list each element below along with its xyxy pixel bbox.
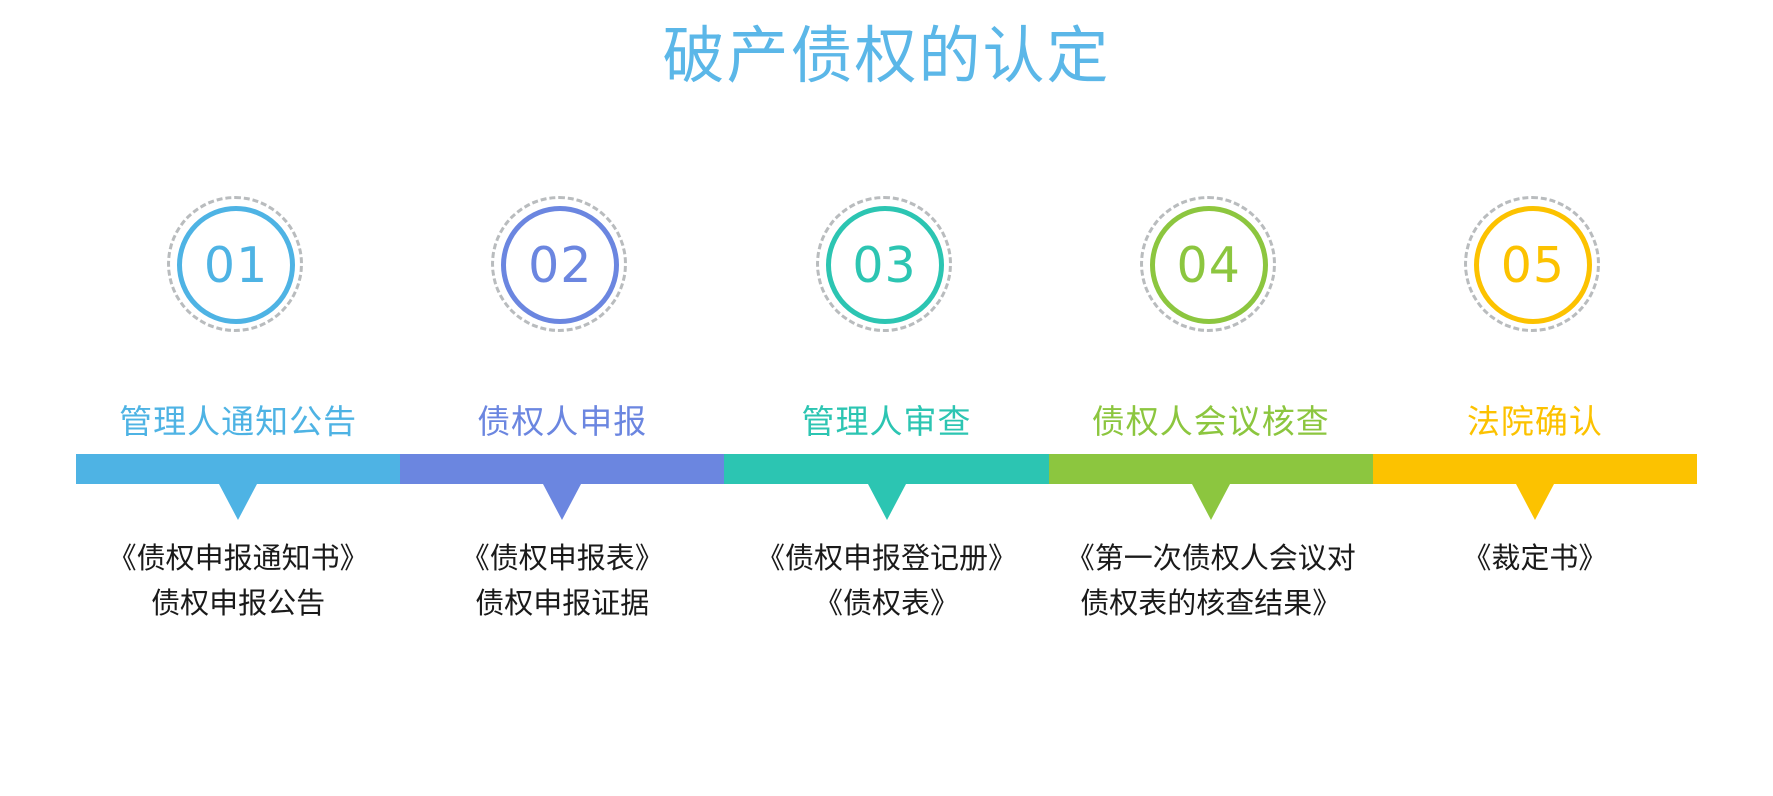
step-label: 债权人申报: [477, 402, 648, 441]
arrow-cell-03: [724, 484, 1048, 524]
step-number: 05: [1500, 236, 1566, 294]
step-number: 04: [1176, 236, 1241, 294]
arrow-cell-01: [76, 484, 400, 524]
arrow-cell-04: [1049, 484, 1373, 524]
step-caption-04: 《第一次债权人会议对债权表的核查结果》: [1049, 536, 1373, 626]
step-number: 02: [528, 236, 593, 294]
steps-row: 01 管理人通知公告 02 债权人申报 03 管理人审查 04 债权人会议核查 05 法院确认: [76, 196, 1697, 496]
arrow-down-icon: [867, 484, 906, 520]
arrow-cell-05: [1373, 484, 1697, 524]
caption-line: 《债权申报表》: [460, 541, 664, 575]
step-03[interactable]: 03 管理人审查: [724, 196, 1048, 496]
progress-bar-row: [76, 454, 1698, 484]
page-title: 破产债权的认定: [662, 19, 1111, 92]
solid-ring-icon: [825, 206, 944, 324]
step-04[interactable]: 04 债权人会议核查: [1049, 196, 1373, 496]
step-caption-02: 《债权申报表》债权申报证据: [400, 536, 724, 626]
step-circle-03: 03: [815, 196, 958, 338]
step-circle-04: 04: [1139, 196, 1282, 338]
step-01[interactable]: 01 管理人通知公告: [76, 196, 400, 496]
arrow-down-icon: [1191, 484, 1230, 520]
dashed-ring-icon: [815, 196, 952, 332]
step-caption-05: 《裁定书》: [1373, 536, 1697, 626]
arrow-cell-02: [400, 484, 724, 524]
bar-segment-04: [1048, 454, 1373, 484]
step-number: 03: [852, 236, 917, 294]
dashed-ring-icon: [1139, 196, 1276, 332]
caption-line: 债权申报公告: [151, 586, 326, 620]
step-caption-03: 《债权申报登记册》《债权表》: [724, 536, 1048, 626]
step-label: 管理人审查: [801, 402, 972, 441]
step-05[interactable]: 05 法院确认: [1373, 196, 1697, 496]
step-label: 债权人会议核查: [1091, 402, 1330, 441]
dashed-ring-icon: [167, 196, 304, 332]
step-02[interactable]: 02 债权人申报: [400, 196, 724, 496]
arrow-row: [76, 484, 1697, 524]
solid-ring-icon: [177, 206, 296, 324]
caption-line: 《债权申报通知书》: [107, 541, 369, 575]
step-label: 法院确认: [1466, 402, 1603, 441]
step-circle-02: 02: [491, 196, 633, 338]
captions-row: 《债权申报通知书》债权申报公告《债权申报表》债权申报证据《债权申报登记册》《债权…: [76, 536, 1697, 626]
step-circle-01: 01: [167, 196, 309, 338]
caption-line: 《债权表》: [814, 586, 960, 620]
arrow-down-icon: [1515, 484, 1554, 520]
bar-segment-02: [400, 454, 725, 484]
step-caption-01: 《债权申报通知书》债权申报公告: [76, 536, 400, 626]
arrow-down-icon: [543, 484, 582, 520]
bar-segment-01: [76, 454, 401, 484]
step-number: 01: [203, 236, 269, 294]
caption-line: 债权表的核查结果》: [1080, 586, 1342, 620]
solid-ring-icon: [1149, 206, 1268, 324]
arrow-down-icon: [219, 484, 258, 520]
caption-line: 《第一次债权人会议对: [1065, 541, 1356, 575]
step-circle-05: 05: [1463, 196, 1606, 338]
caption-line: 债权申报证据: [475, 586, 650, 620]
dashed-ring-icon: [491, 196, 628, 332]
caption-line: 《裁定书》: [1462, 541, 1608, 575]
caption-line: 《债权申报登记册》: [756, 541, 1018, 575]
bar-segment-03: [724, 454, 1049, 484]
step-label: 管理人通知公告: [119, 402, 358, 441]
bar-segment-05: [1372, 454, 1698, 484]
solid-ring-icon: [501, 206, 620, 324]
solid-ring-icon: [1473, 206, 1592, 324]
dashed-ring-icon: [1463, 196, 1600, 332]
